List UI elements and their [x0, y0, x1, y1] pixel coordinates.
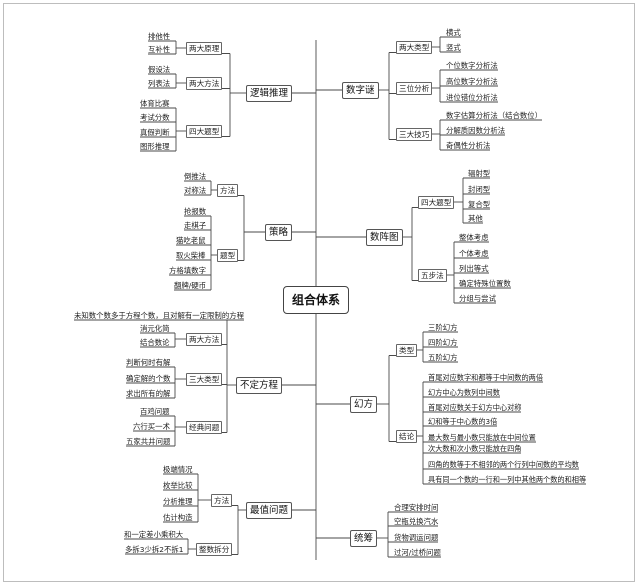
- leaf-indet-types-1[interactable]: 判断何时有解: [126, 358, 171, 367]
- leaf-digit-tricks-2[interactable]: 分解质因数分析法: [446, 126, 506, 135]
- leaf-magic-conclusions-1[interactable]: 首尾对应数字和都等于中间数的两倍: [428, 373, 544, 382]
- subbranch-logic-methods[interactable]: 两大方法: [186, 76, 223, 90]
- leaf-strategy-types-2[interactable]: 走棋子: [184, 221, 207, 230]
- leaf-extreme-methods-3[interactable]: 分析推理: [163, 497, 193, 506]
- indeterminate-equation-definition[interactable]: 未知数个数多于方程个数，且对解有一定限制的方程: [74, 311, 244, 320]
- leaf-digit-tricks-3[interactable]: 奇偶性分析法: [446, 141, 491, 150]
- leaf-digit-analysis-3[interactable]: 进位错位分析法: [446, 93, 498, 102]
- leaf-magic-conclusions-8[interactable]: 具有同一个数的一行和一列中其他两个数的和相等: [428, 475, 587, 484]
- subbranch-array-types[interactable]: 四大题型: [418, 195, 455, 209]
- leaf-planning-3[interactable]: 货物调运问题: [394, 533, 439, 542]
- branch-logic[interactable]: 逻辑推理: [246, 84, 293, 102]
- leaf-strategy-types-5[interactable]: 方格填数字: [169, 266, 206, 275]
- subbranch-digit-analysis[interactable]: 三位分析: [396, 81, 433, 95]
- leaf-magic-types-3[interactable]: 五阶幻方: [428, 353, 458, 362]
- leaf-magic-conclusions-6[interactable]: 次大数和次小数只能放在四角: [428, 444, 522, 453]
- leaf-indet-methods-2[interactable]: 结合数论: [140, 338, 170, 347]
- leaf-indet-types-3[interactable]: 求出所有的解: [126, 389, 171, 398]
- branch-digit-puzzle[interactable]: 数字谜: [342, 81, 379, 99]
- leaf-array-steps-1[interactable]: 整体考虑: [459, 233, 489, 242]
- leaf-planning-4[interactable]: 过河/过桥问题: [394, 548, 441, 557]
- branch-magic-square[interactable]: 幻方: [350, 395, 378, 413]
- subbranch-extreme-methods[interactable]: 方法: [211, 493, 233, 507]
- branch-number-array[interactable]: 数阵图: [366, 228, 403, 246]
- leaf-logic-methods-2[interactable]: 列表法: [148, 79, 171, 88]
- subbranch-logic-principles[interactable]: 两大原理: [186, 41, 223, 55]
- leaf-digit-analysis-2[interactable]: 高位数字分析法: [446, 77, 498, 86]
- leaf-logic-types-1[interactable]: 体育比赛: [140, 99, 170, 108]
- leaf-array-steps-3[interactable]: 列出等式: [459, 264, 489, 273]
- leaf-magic-conclusions-5[interactable]: 最大数与最小数只能放在中间位置: [428, 433, 536, 442]
- subbranch-strategy-types[interactable]: 题型: [217, 248, 239, 262]
- leaf-indet-classics-2[interactable]: 六行买一术: [133, 422, 170, 431]
- leaf-digit-types-1[interactable]: 横式: [446, 28, 461, 37]
- leaf-digit-analysis-1[interactable]: 个位数字分析法: [446, 61, 498, 70]
- subbranch-magic-types[interactable]: 类型: [396, 343, 418, 357]
- subbranch-logic-types[interactable]: 四大题型: [186, 124, 223, 138]
- subbranch-indet-classics[interactable]: 经典问题: [186, 420, 223, 434]
- leaf-array-steps-4[interactable]: 确定特殊位置数: [459, 279, 511, 288]
- leaf-logic-types-3[interactable]: 真假判断: [140, 128, 170, 137]
- leaf-magic-types-2[interactable]: 四阶幻方: [428, 338, 458, 347]
- leaf-digit-types-2[interactable]: 竖式: [446, 43, 461, 52]
- subbranch-indet-types[interactable]: 三大类型: [186, 372, 223, 386]
- leaf-integer-partition-1[interactable]: 和一定差小乘积大: [124, 530, 184, 539]
- subbranch-digit-tricks[interactable]: 三大技巧: [396, 127, 433, 141]
- branch-strategy[interactable]: 策略: [265, 223, 293, 241]
- leaf-indet-methods-1[interactable]: 消元化简: [140, 324, 170, 333]
- leaf-extreme-methods-4[interactable]: 估计构造: [163, 513, 193, 522]
- leaf-strategy-methods-2[interactable]: 对称法: [184, 186, 207, 195]
- leaf-magic-conclusions-2[interactable]: 幻方中心为数列中间数: [428, 388, 500, 397]
- leaf-strategy-methods-1[interactable]: 倒推法: [184, 172, 207, 181]
- leaf-indet-types-2[interactable]: 确定解的个数: [126, 374, 171, 383]
- leaf-indet-classics-1[interactable]: 百鸡问题: [140, 407, 170, 416]
- mindmap-frame: [3, 3, 635, 582]
- leaf-logic-types-4[interactable]: 图形推理: [140, 142, 170, 151]
- leaf-extreme-methods-1[interactable]: 极端情况: [163, 465, 193, 474]
- leaf-logic-types-2[interactable]: 考试分数: [140, 113, 170, 122]
- leaf-logic-principles-2[interactable]: 互补性: [148, 45, 171, 54]
- leaf-strategy-types-4[interactable]: 取火柴棒: [176, 251, 206, 260]
- leaf-planning-1[interactable]: 合理安排时间: [394, 503, 439, 512]
- leaf-strategy-types-3[interactable]: 猫吃老鼠: [176, 236, 206, 245]
- leaf-array-steps-5[interactable]: 分组与尝试: [459, 294, 496, 303]
- branch-planning[interactable]: 统筹: [350, 529, 378, 547]
- root-node[interactable]: 组合体系: [283, 286, 350, 314]
- leaf-logic-methods-1[interactable]: 假设法: [148, 65, 171, 74]
- subbranch-digit-types[interactable]: 两大类型: [396, 40, 433, 54]
- subbranch-integer-partition[interactable]: 整数拆分: [196, 542, 233, 556]
- leaf-planning-2[interactable]: 空瓶兑换汽水: [394, 517, 439, 526]
- leaf-integer-partition-2[interactable]: 多拆3少拆2不拆1: [125, 545, 184, 554]
- branch-extreme-value[interactable]: 最值问题: [246, 501, 293, 519]
- leaf-array-types-3[interactable]: 复合型: [468, 200, 491, 209]
- subbranch-array-steps[interactable]: 五步法: [418, 268, 447, 282]
- leaf-magic-conclusions-7[interactable]: 四角的数等于不相邻的两个行列中间数的平均数: [428, 460, 579, 469]
- leaf-magic-conclusions-4[interactable]: 幻和等于中心数的3倍: [428, 417, 498, 426]
- leaf-array-steps-2[interactable]: 个体考虑: [459, 249, 489, 258]
- leaf-strategy-types-6[interactable]: 翻牌/硬币: [174, 281, 207, 290]
- leaf-extreme-methods-2[interactable]: 枚举比较: [163, 481, 193, 490]
- branch-indeterminate-equation[interactable]: 不定方程: [236, 376, 283, 394]
- subbranch-strategy-methods[interactable]: 方法: [217, 183, 239, 197]
- subbranch-magic-conclusions[interactable]: 结论: [396, 429, 418, 443]
- leaf-logic-principles-1[interactable]: 排他性: [148, 32, 171, 41]
- leaf-strategy-types-1[interactable]: 抢报数: [184, 207, 207, 216]
- leaf-array-types-1[interactable]: 辐射型: [468, 169, 491, 178]
- leaf-indet-classics-3[interactable]: 五家共井问题: [126, 437, 171, 446]
- leaf-array-types-2[interactable]: 封闭型: [468, 185, 491, 194]
- leaf-array-types-4[interactable]: 其他: [468, 214, 483, 223]
- leaf-magic-conclusions-3[interactable]: 首尾对应数关于幻方中心对称: [428, 403, 522, 412]
- leaf-digit-tricks-1[interactable]: 数字估算分析法（结合数位）: [446, 111, 543, 120]
- subbranch-indet-methods[interactable]: 两大方法: [186, 332, 223, 346]
- leaf-magic-types-1[interactable]: 三阶幻方: [428, 323, 458, 332]
